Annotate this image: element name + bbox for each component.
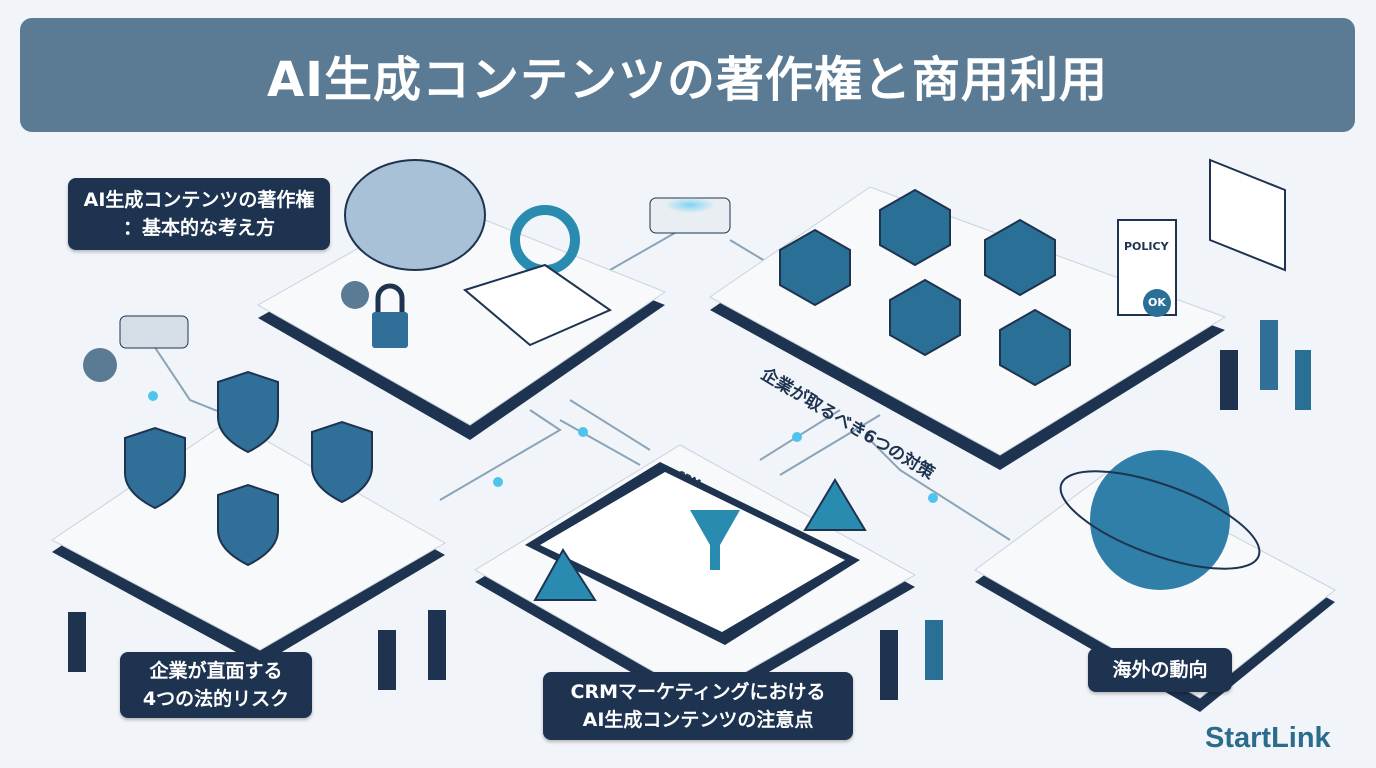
section-label-line: 企業が直面する [149,660,283,682]
policy-document-icon [1117,219,1177,317]
ok-text: OK [1148,296,1166,309]
policy-text: POLICY [1124,240,1169,253]
platform-crm [474,444,917,712]
shield-icons [124,370,373,567]
device-icon [119,197,731,349]
gear-icon [83,281,369,382]
section-label-line: ：基本的な考え方 [122,217,275,239]
book-icon [462,263,613,347]
section-label-copyright-basics[interactable]: AI生成コンテンツの著作権 ：基本的な考え方 [68,178,330,250]
section-label-overseas[interactable]: 海外の動向 [1088,648,1232,692]
padlock-icon [372,283,408,348]
section-label-crm[interactable]: CRMマーケティングにおける AI生成コンテンツの注意点 [543,672,853,740]
brand-logo: StartLink [1205,722,1331,754]
title-banner: AI生成コンテンツの著作権と商用利用 [20,18,1355,132]
analytics-board-icon [1209,158,1286,272]
section-label-line: 海外の動向 [1112,659,1208,681]
warning-icons [533,478,867,601]
page-title: AI生成コンテンツの著作権と商用利用 [266,52,1108,108]
globe-icon [1090,450,1230,590]
section-label-line: 4つの法的リスク [142,688,290,710]
connector-nodes [148,391,938,503]
section-label-line: AI生成コンテンツの著作権 [83,189,315,211]
funnel-icon [690,510,740,570]
measure-hexagons [779,188,1071,387]
section-label-line: CRMマーケティングにおける [570,681,826,703]
people-icons [68,320,1311,700]
section-label-legal-risks[interactable]: 企業が直面する 4つの法的リスク [120,652,312,718]
section-label-line: AI生成コンテンツの注意点 [582,709,814,731]
brain-icon [344,159,486,271]
platform-overseas [974,450,1336,712]
